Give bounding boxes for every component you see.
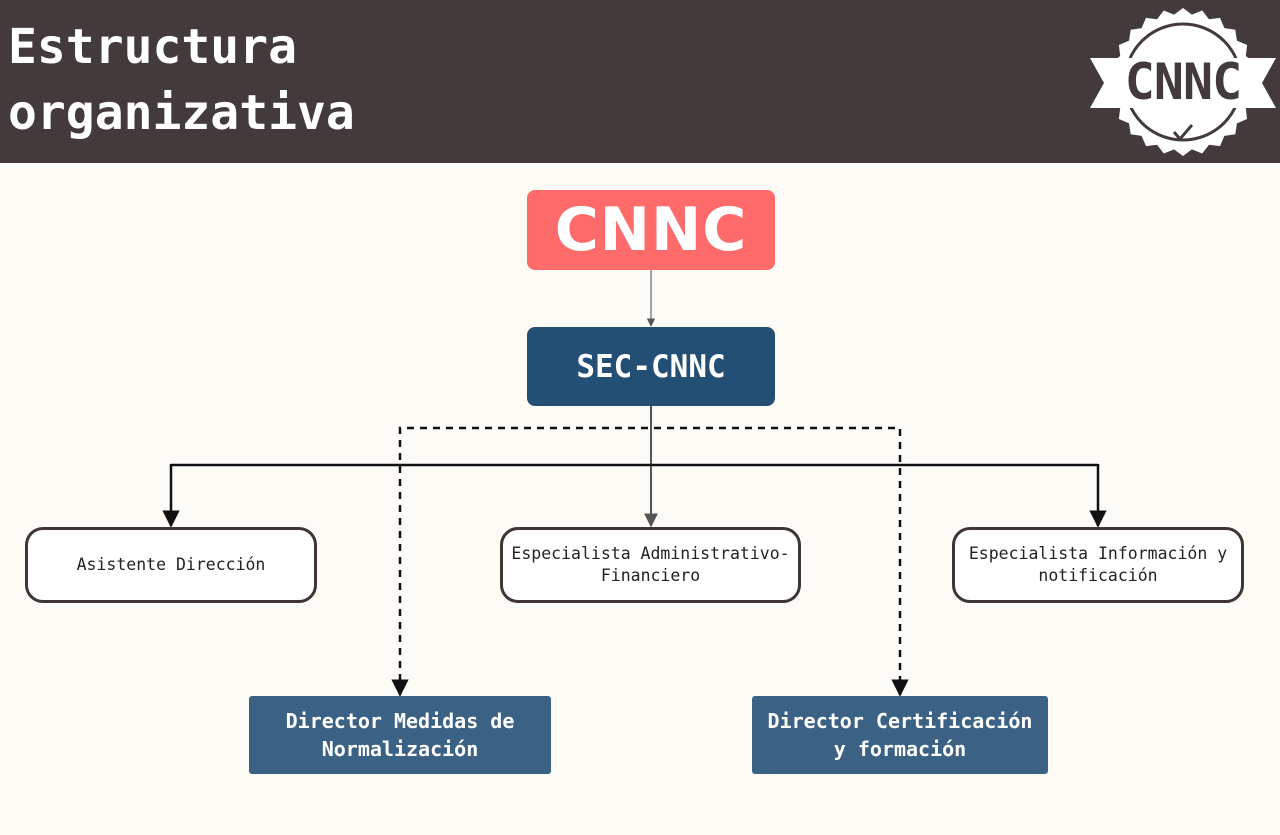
node-sec-cnnc-label: SEC-CNNC [576, 348, 726, 385]
connector-dashed-bar [398, 426, 902, 694]
node-sec-cnnc: SEC-CNNC [527, 327, 775, 406]
node-director-medidas: Director Medidas de Normalización [249, 696, 551, 774]
header-bar: Estructura organizativa CNNC [0, 0, 1280, 163]
node-medidas-label: Director Medidas de Normalización [285, 709, 515, 761]
node-especialista-administrativo: Especialista Administrativo- Financiero [500, 527, 801, 603]
cnnc-logo: CNNC [1090, 8, 1276, 156]
logo-seal-icon [1090, 8, 1276, 156]
node-asistente-direccion: Asistente Dirección [25, 527, 317, 603]
node-especialista-informacion: Especialista Información y notificación [952, 527, 1244, 603]
logo-text: CNNC [1124, 53, 1242, 111]
node-asistente-label: Asistente Dirección [76, 555, 266, 574]
checkmark-icon [1172, 124, 1194, 142]
node-director-certificacion: Director Certificación y formación [752, 696, 1048, 774]
node-cnnc: CNNC [527, 190, 775, 270]
node-admin-label: Especialista Administrativo- Financiero [511, 544, 790, 585]
page-title: Estructura organizativa [8, 19, 355, 141]
node-cert-label: Director Certificación y formación [767, 709, 1033, 761]
node-cnnc-label: CNNC [554, 195, 748, 265]
node-info-label: Especialista Información y notificación [968, 544, 1228, 585]
